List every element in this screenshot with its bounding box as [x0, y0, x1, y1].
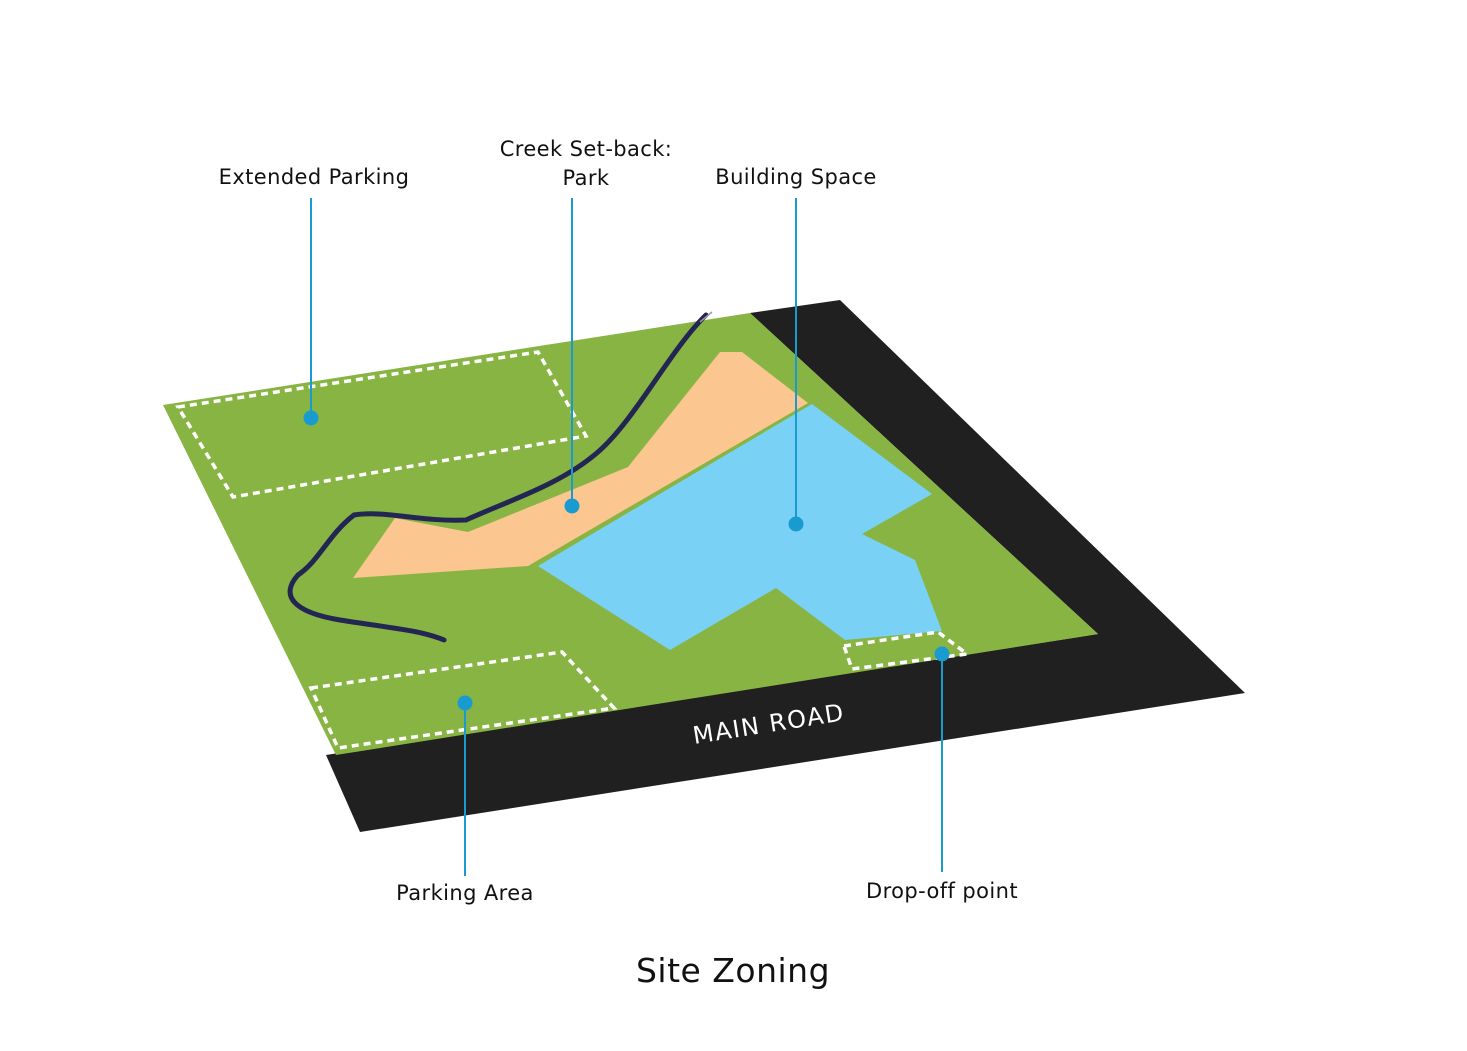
building-space-marker	[788, 516, 804, 532]
parking-area-label: Parking Area	[396, 881, 534, 905]
drop-off-marker	[934, 646, 950, 662]
drop-off-point-label: Drop-off point	[866, 879, 1018, 903]
extended-parking-label: Extended Parking	[219, 165, 410, 189]
parking-area-marker	[457, 695, 473, 711]
drop-off-zone	[841, 630, 972, 671]
extended-parking-zone	[175, 350, 589, 499]
creek-setback-park-zone	[353, 352, 808, 578]
creek-setback-label-line1: Creek Set-back:	[500, 137, 673, 161]
creek-source-tick	[699, 311, 713, 323]
creek-setback-marker	[564, 498, 580, 514]
building-space-label: Building Space	[715, 165, 876, 189]
parking-area-zone	[308, 650, 618, 750]
creek-setback-label-line2: Park	[563, 166, 610, 190]
main-road	[326, 300, 1245, 832]
extended-parking-marker	[303, 410, 319, 426]
creek	[287, 312, 709, 643]
diagram-title: Site Zoning	[636, 951, 830, 990]
building-space-zone	[538, 404, 942, 650]
